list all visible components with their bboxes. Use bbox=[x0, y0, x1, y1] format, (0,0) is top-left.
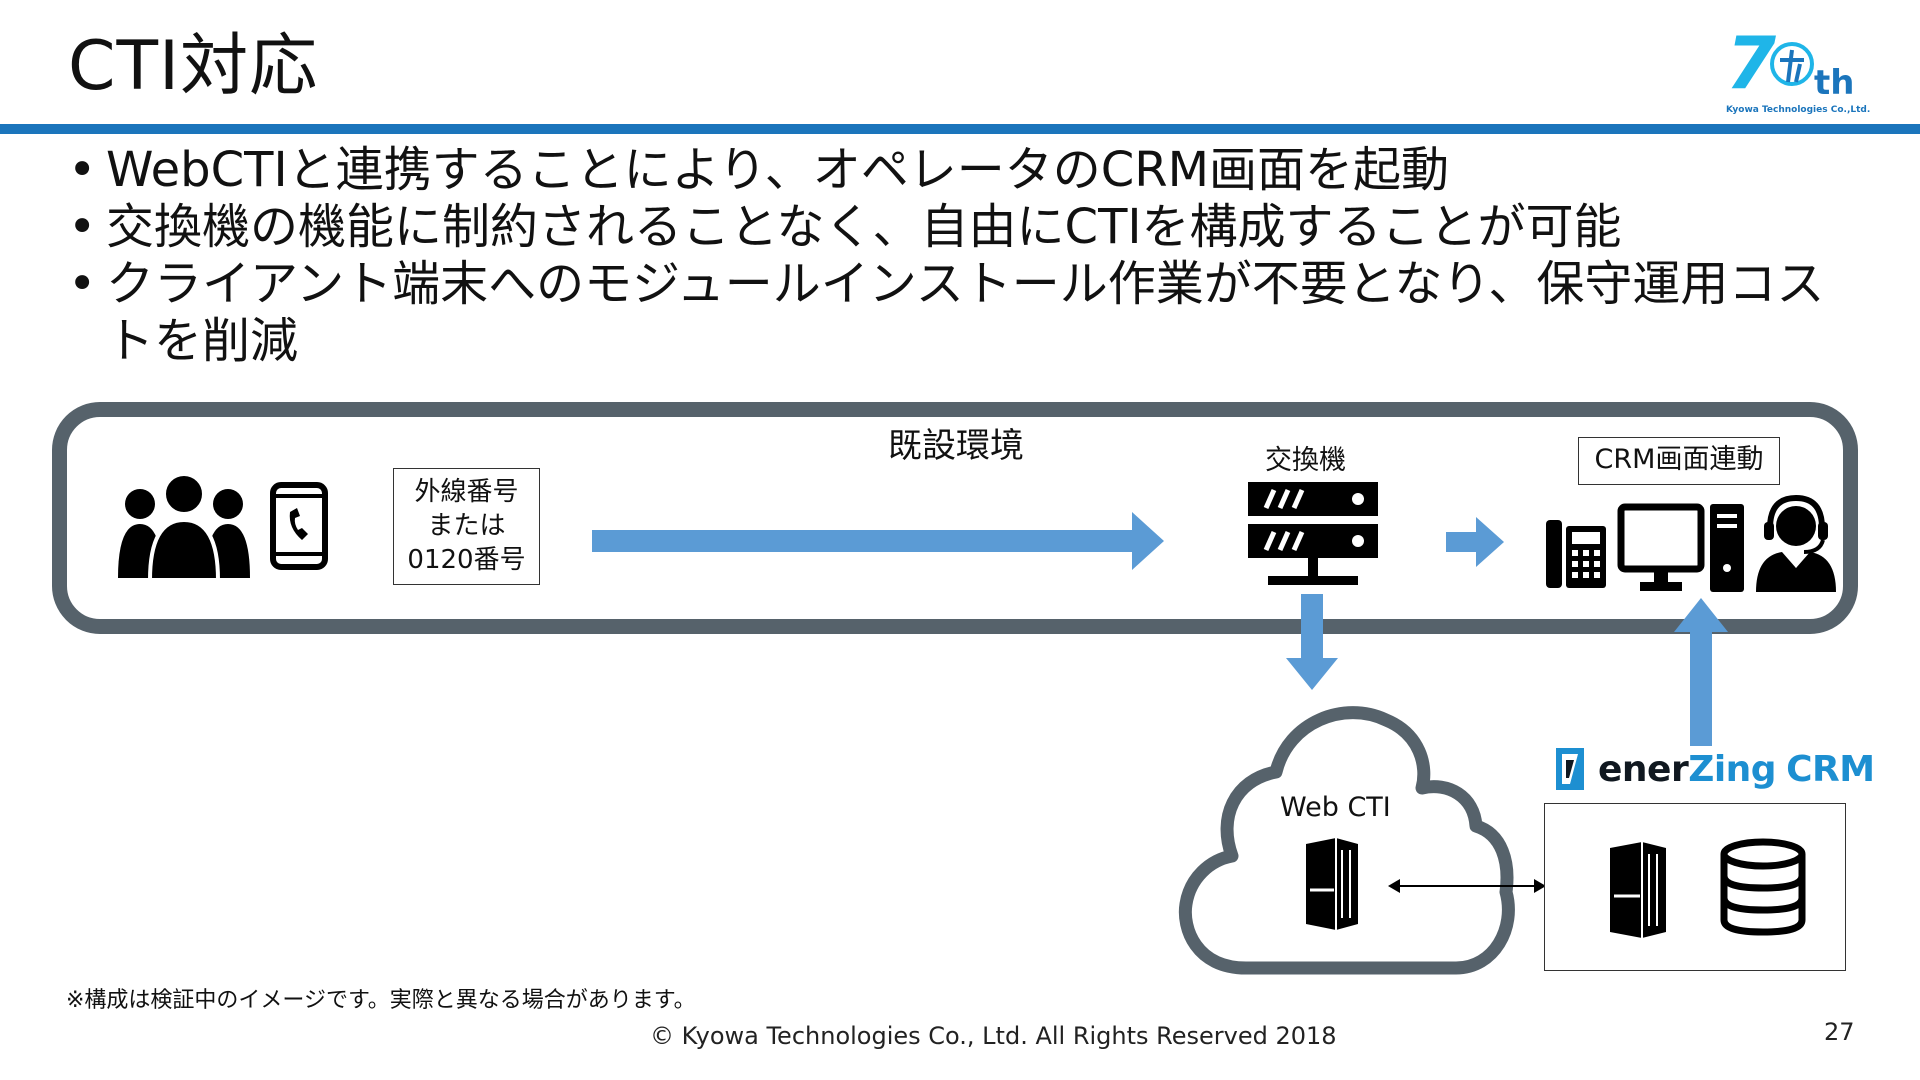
crm-link-label: CRM画面連動 bbox=[1578, 437, 1780, 485]
ip-phone-icon bbox=[1546, 520, 1606, 588]
anniversary-logo: 7 th Kyowa Technologies Co.,Ltd. bbox=[1726, 21, 1870, 115]
operator-headset-icon bbox=[1756, 494, 1836, 592]
server-icon bbox=[1306, 838, 1358, 930]
enerzing-logo-mark bbox=[1556, 748, 1584, 790]
smartphone-icon bbox=[270, 482, 328, 570]
pbx-label: 交換機 bbox=[1265, 445, 1346, 476]
existing-environment-frame bbox=[52, 402, 1858, 634]
page-number: 27 bbox=[1824, 1018, 1855, 1046]
people-icon bbox=[118, 472, 250, 582]
pbx-to-webcti-arrow bbox=[1286, 594, 1338, 690]
bullet-item: WebCTIと連携することにより、オペレータのCRM画面を起動 bbox=[66, 142, 1866, 199]
logo-ring bbox=[1770, 42, 1814, 86]
bullet-item: 交換機の機能に制約されることなく、自由にCTIを構成することが可能 bbox=[66, 199, 1866, 256]
logo-company: Kyowa Technologies Co.,Ltd. bbox=[1726, 105, 1870, 115]
title-rule bbox=[0, 124, 1920, 134]
logo-th: th bbox=[1814, 63, 1854, 103]
slide-title: CTI対応 bbox=[68, 27, 319, 106]
database-icon bbox=[1720, 838, 1806, 936]
brand-zing: Zing bbox=[1688, 748, 1777, 790]
crm-trigger-arrow bbox=[1446, 517, 1504, 567]
existing-environment-label: 既設環境 bbox=[888, 426, 1024, 466]
logo-seven: 7 bbox=[1726, 21, 1776, 105]
outside-line-label-line: 外線番号 bbox=[414, 477, 519, 507]
call-flow-arrow bbox=[592, 512, 1164, 570]
logo-mark bbox=[1780, 49, 1804, 83]
monitor-icon bbox=[1617, 503, 1705, 591]
outside-line-label-line: または bbox=[427, 511, 506, 541]
outside-line-label: 外線番号 または 0120番号 bbox=[393, 468, 540, 585]
pc-tower-icon bbox=[1710, 504, 1744, 592]
webcti-label: Web CTI bbox=[1280, 792, 1391, 823]
bullet-item: クライアント端末へのモジュールインストール作業が不要となり、保守運用コストを削減 bbox=[66, 256, 1866, 370]
brand-crm: CRM bbox=[1786, 748, 1875, 790]
copyright: © Kyowa Technologies Co., Ltd. All Right… bbox=[650, 1022, 1337, 1050]
disclaimer-note: ※構成は検証中のイメージです。実際と異なる場合があります。 bbox=[66, 988, 696, 1013]
bullet-list: WebCTIと連携することにより、オペレータのCRM画面を起動 交換機の機能に制… bbox=[66, 142, 1866, 370]
crm-to-operator-arrow bbox=[1674, 598, 1728, 746]
brand-ener: ener bbox=[1598, 748, 1689, 790]
outside-line-label-line: 0120番号 bbox=[407, 545, 526, 575]
pbx-server-icon bbox=[1248, 482, 1378, 585]
cloud-icon bbox=[1178, 706, 1515, 975]
server-icon bbox=[1610, 842, 1666, 938]
bidirectional-connector bbox=[1388, 879, 1546, 893]
